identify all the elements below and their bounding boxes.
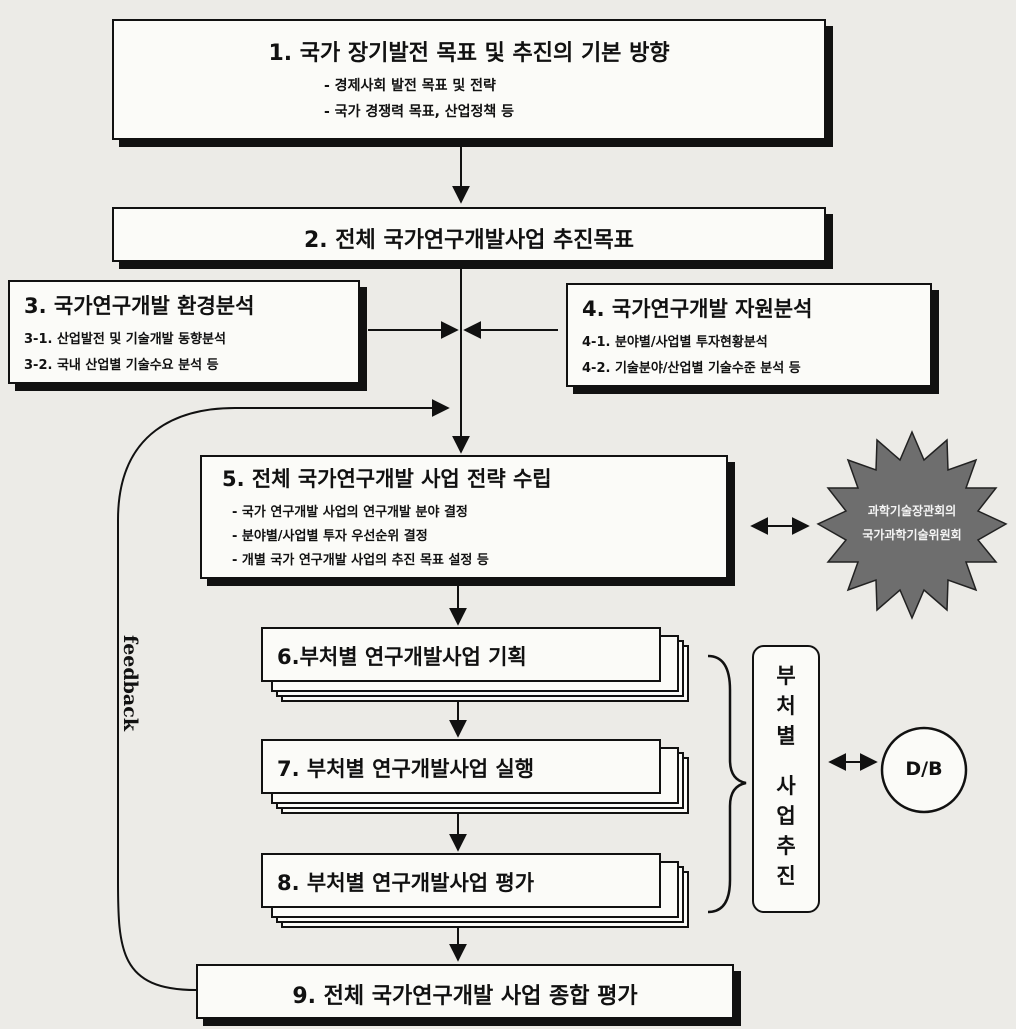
ministry-box: 부 처 별 사 업 추 진	[752, 645, 820, 913]
step-5-line-2: - 분야별/사업별 투자 우선순위 결정	[232, 529, 428, 544]
db-circle	[880, 726, 968, 814]
step-5-line-3: - 개별 국가 연구개발 사업의 추진 목표 설정 등	[232, 553, 489, 568]
step-9-title: 9. 전체 국가연구개발 사업 종합 평가	[292, 984, 638, 1009]
step-3-line-2: 3-2. 국내 산업별 기술수요 분석 등	[24, 358, 219, 373]
step-6-title: 6.부처별 연구개발사업 기획	[277, 645, 527, 669]
feedback-label: feedback	[119, 635, 141, 731]
step-4-line-1: 4-1. 분야별/사업별 투자현황분석	[582, 335, 768, 350]
ministry-char-7: 진	[776, 864, 796, 888]
step-3-title: 3. 국가연구개발 환경분석	[24, 294, 255, 318]
step-1-box: 1. 국가 장기발전 목표 및 추진의 기본 방향 - 경제사회 발전 목표 및…	[112, 19, 826, 140]
step-7-box: 7. 부처별 연구개발사업 실행	[261, 739, 661, 794]
ministry-char-6: 추	[776, 834, 796, 858]
ministry-char-3: 별	[776, 724, 796, 748]
step-1-line-2: - 국가 경쟁력 목표, 산업정책 등	[324, 104, 515, 120]
committee-label-1: 과학기술장관회의	[867, 504, 957, 518]
step-4-line-2: 4-2. 기술분야/산업별 기술수준 분석 등	[582, 361, 801, 376]
step-8-title: 8. 부처별 연구개발사업 평가	[277, 871, 535, 895]
step-3-box: 3. 국가연구개발 환경분석 3-1. 산업발전 및 기술개발 동향분석 3-2…	[8, 280, 360, 384]
step-2-title: 2. 전체 국가연구개발사업 추진목표	[303, 228, 634, 253]
step-5-box: 5. 전체 국가연구개발 사업 전략 수립 - 국가 연구개발 사업의 연구개발…	[200, 455, 728, 579]
step-1-line-1: - 경제사회 발전 목표 및 전략	[324, 78, 496, 94]
step-4-title: 4. 국가연구개발 자원분석	[582, 297, 813, 321]
db-label: D/B	[905, 758, 943, 780]
step-5-title: 5. 전체 국가연구개발 사업 전략 수립	[222, 467, 552, 491]
step-6-box: 6.부처별 연구개발사업 기획	[261, 627, 661, 682]
step-5-line-1: - 국가 연구개발 사업의 연구개발 분야 결정	[232, 505, 468, 520]
step-4-box: 4. 국가연구개발 자원분석 4-1. 분야별/사업별 투자현황분석 4-2. …	[566, 283, 932, 387]
committee-label-2: 국가과학기술위원회	[862, 528, 962, 542]
step-3-line-1: 3-1. 산업발전 및 기술개발 동향분석	[24, 332, 227, 347]
ministry-char-5: 업	[776, 804, 796, 828]
step-8-box: 8. 부처별 연구개발사업 평가	[261, 853, 661, 908]
feedback-loop	[117, 399, 450, 991]
step-1-title: 1. 국가 장기발전 목표 및 추진의 기본 방향	[268, 41, 670, 66]
ministry-char-1: 부	[776, 664, 796, 688]
step-2-box: 2. 전체 국가연구개발사업 추진목표	[112, 207, 826, 262]
brace	[707, 654, 747, 914]
step-7-title: 7. 부처별 연구개발사업 실행	[277, 757, 535, 781]
step-9-box: 9. 전체 국가연구개발 사업 종합 평가	[196, 964, 734, 1019]
ministry-char-4: 사	[776, 774, 796, 798]
committee-starburst	[816, 430, 1008, 620]
ministry-char-2: 처	[776, 694, 796, 718]
